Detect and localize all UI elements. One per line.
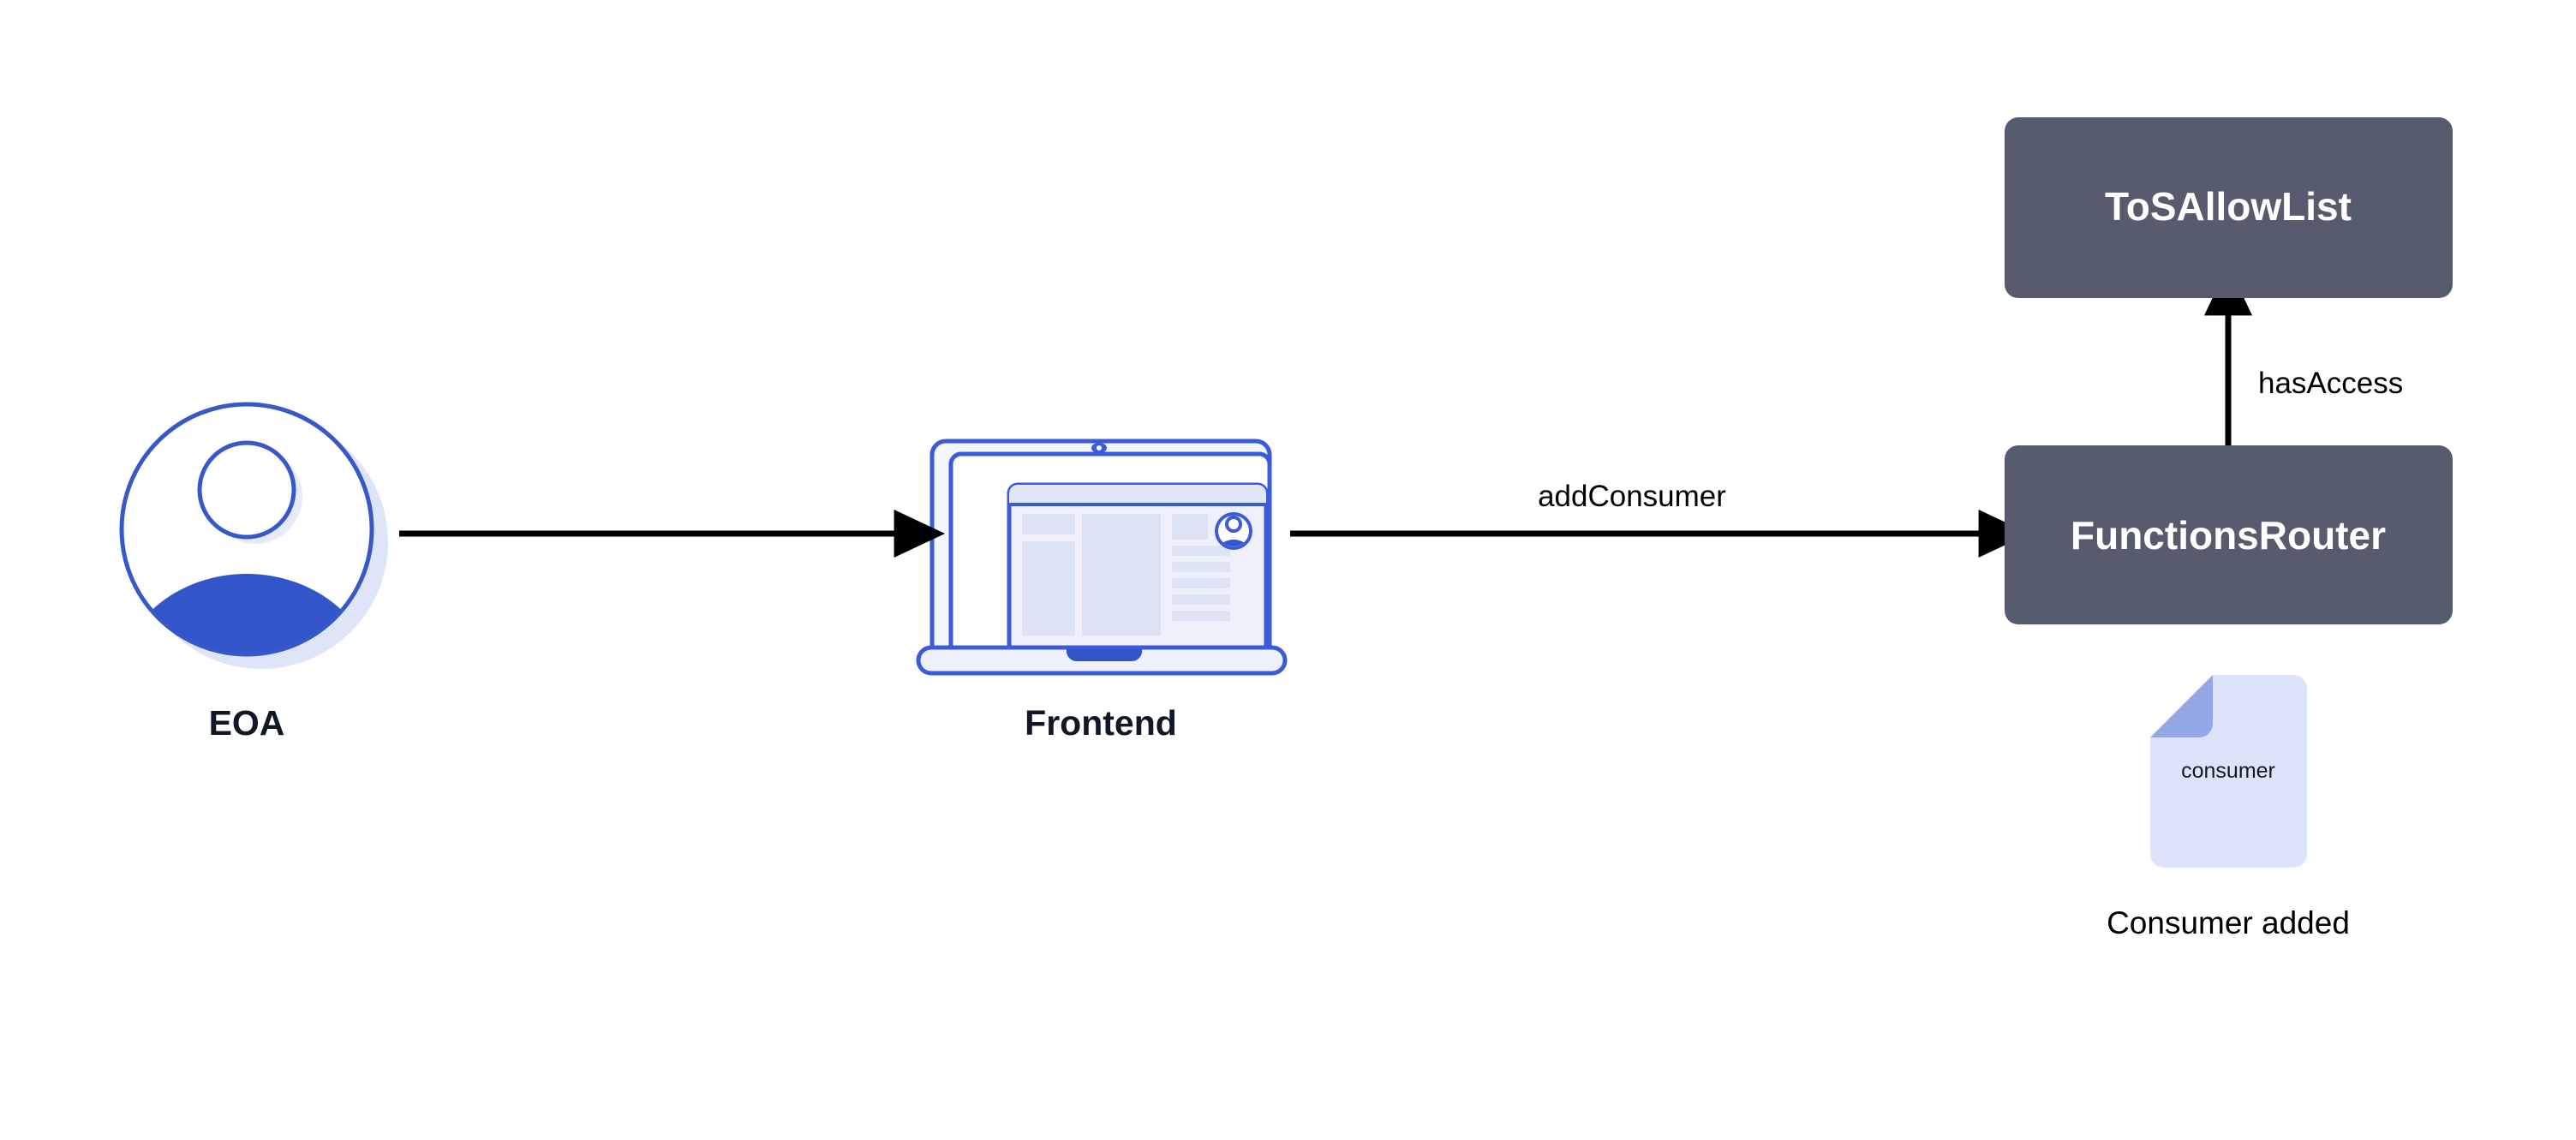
functions-router-label: FunctionsRouter	[2071, 513, 2386, 558]
laptop-icon	[916, 439, 1288, 676]
user-avatar-icon	[119, 402, 388, 669]
tos-allow-list-label: ToSAllowList	[2105, 184, 2352, 229]
edge-label-has-access: hasAccess	[2258, 367, 2403, 400]
screen-avatar-icon	[1215, 512, 1252, 550]
node-tos-allow-list[interactable]	[2005, 117, 2453, 298]
edge-label-add-consumer: addConsumer	[1538, 480, 1726, 513]
node-functions-router[interactable]	[2005, 445, 2453, 624]
consumer-added-caption: Consumer added	[2107, 905, 2350, 940]
document-icon	[2150, 675, 2307, 868]
eoa-label: EOA	[209, 703, 285, 743]
frontend-label: Frontend	[1025, 703, 1177, 743]
document-inner-label: consumer	[2181, 759, 2275, 783]
